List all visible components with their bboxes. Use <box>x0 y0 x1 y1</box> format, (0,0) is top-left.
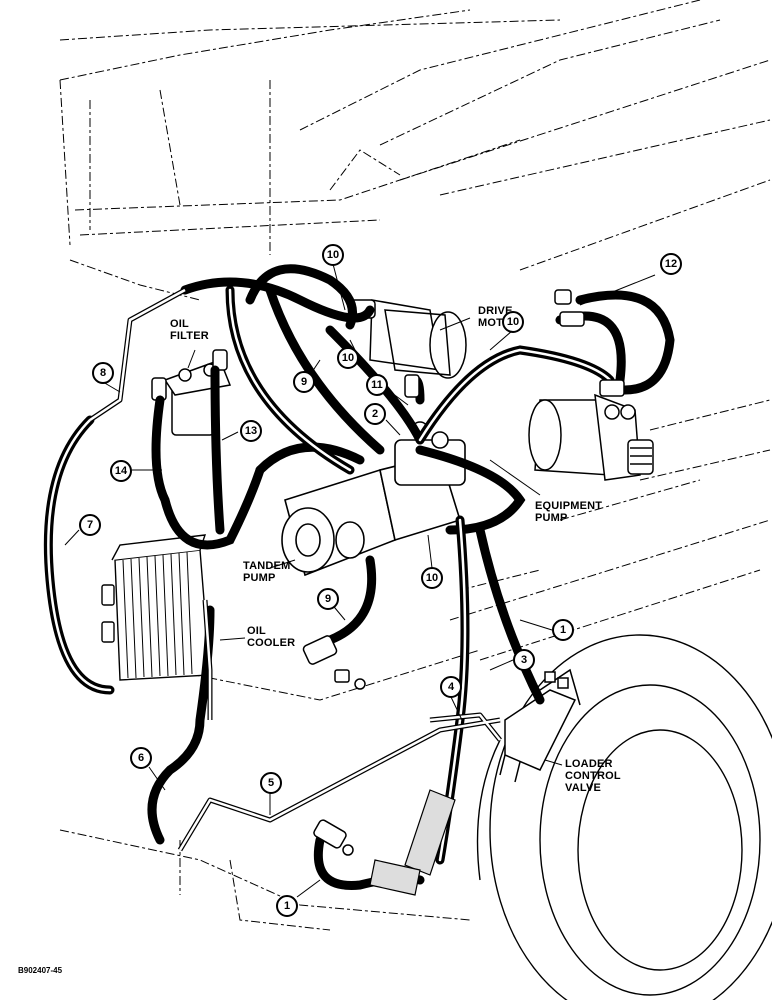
callout-2: 2 <box>364 403 386 425</box>
equipment-pump-label: EQUIPMENT PUMP <box>535 500 603 524</box>
callout-9: 9 <box>293 371 315 393</box>
callout-9: 9 <box>317 588 339 610</box>
figure-code: B902407-45 <box>18 966 63 975</box>
callout-12: 12 <box>660 253 682 275</box>
callout-10: 10 <box>337 347 359 369</box>
hose-guard <box>369 789 456 896</box>
callout-1: 1 <box>552 619 574 641</box>
callout-8: 8 <box>92 362 114 384</box>
tandem-pump-art <box>281 421 466 577</box>
loader-control-valve-label: LOADER CONTROL VALVE <box>565 758 621 794</box>
callout-6: 6 <box>130 747 152 769</box>
callout-5: 5 <box>260 772 282 794</box>
right-motor-art <box>528 393 654 481</box>
callout-7: 7 <box>79 514 101 536</box>
callout-10: 10 <box>421 567 443 589</box>
callout-10: 10 <box>322 244 344 266</box>
tandem-pump-label: TANDEM PUMP <box>243 560 291 584</box>
oil-filter-label: OIL FILTER <box>170 318 209 342</box>
drive-motor-art <box>349 299 467 379</box>
loader-valve-art <box>499 668 581 783</box>
callout-13: 13 <box>240 420 262 442</box>
tire <box>476 634 772 1000</box>
callout-14: 14 <box>110 460 132 482</box>
oil-cooler-label: OIL COOLER <box>247 625 296 649</box>
oil-cooler-art <box>101 534 211 681</box>
fittings <box>302 289 625 856</box>
callout-10: 10 <box>502 311 524 333</box>
callout-11: 11 <box>366 374 388 396</box>
callout-1: 1 <box>276 895 298 917</box>
callout-4: 4 <box>440 676 462 698</box>
callout-3: 3 <box>513 649 535 671</box>
leader-lines <box>64 263 656 898</box>
